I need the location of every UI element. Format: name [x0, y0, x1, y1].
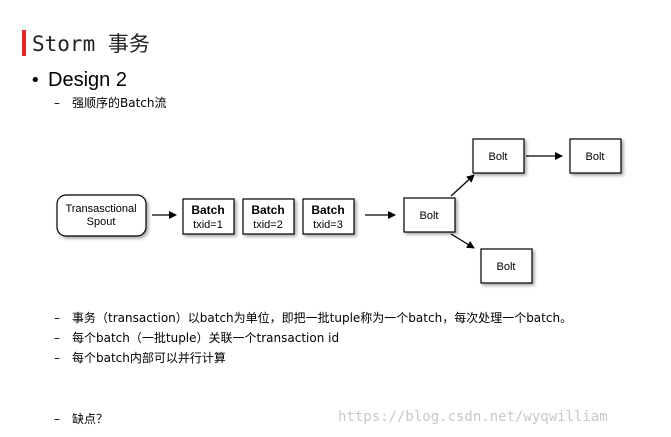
watermark: https://blog.csdn.net/wyqwilliam	[338, 409, 608, 425]
dash-marker: –	[54, 96, 60, 110]
spout-label-line1: Transasctional	[65, 203, 136, 215]
dash-marker: –	[54, 331, 60, 345]
bolt-node-upper: Bolt	[472, 138, 525, 174]
slide-title: Storm 事务	[32, 32, 150, 56]
bullet-line-2: 每个batch（一批tuple）关联一个transaction id	[72, 331, 340, 345]
dash-marker: –	[54, 311, 60, 325]
spout-node: Transasctional Spout	[56, 194, 147, 237]
bullet-line-drawback: 缺点？	[72, 412, 109, 426]
batch-label: Batch	[191, 203, 224, 217]
batch-label: Batch	[311, 203, 344, 217]
dash-marker: –	[54, 351, 60, 365]
batch-label: Batch	[251, 203, 284, 217]
batch-txid: txid=3	[313, 219, 343, 231]
bolt-node-lower: Bolt	[480, 248, 533, 284]
spout-label-line2: Spout	[87, 216, 116, 228]
subtitle-text: 强顺序的Batch流	[72, 96, 167, 110]
bolt-label: Bolt	[497, 261, 516, 273]
batch-node-3: Batch txid=3	[302, 198, 355, 235]
bullet-line-1: 事务（transaction）以batch为单位，即把一批tuple称为一个ba…	[72, 311, 573, 325]
bullet-dot: •	[30, 70, 41, 91]
title-accent-bar	[22, 30, 26, 56]
batch-txid: txid=2	[253, 219, 283, 231]
bolt-node-main: Bolt	[403, 197, 456, 233]
arrow-bolt-to-lower-bolt	[450, 233, 475, 249]
bolt-label: Bolt	[420, 210, 439, 222]
arrow-bolt-to-upper-bolt	[450, 174, 475, 197]
batch-txid: txid=1	[193, 219, 223, 231]
bolt-node-right: Bolt	[569, 138, 622, 174]
dash-marker: –	[54, 412, 60, 426]
slide-heading: Design 2	[48, 69, 127, 91]
batch-node-2: Batch txid=2	[242, 198, 295, 235]
batch-node-1: Batch txid=1	[182, 198, 235, 235]
bolt-label: Bolt	[489, 151, 508, 163]
bullet-line-3: 每个batch内部可以并行计算	[72, 351, 226, 365]
bolt-label: Bolt	[586, 151, 605, 163]
